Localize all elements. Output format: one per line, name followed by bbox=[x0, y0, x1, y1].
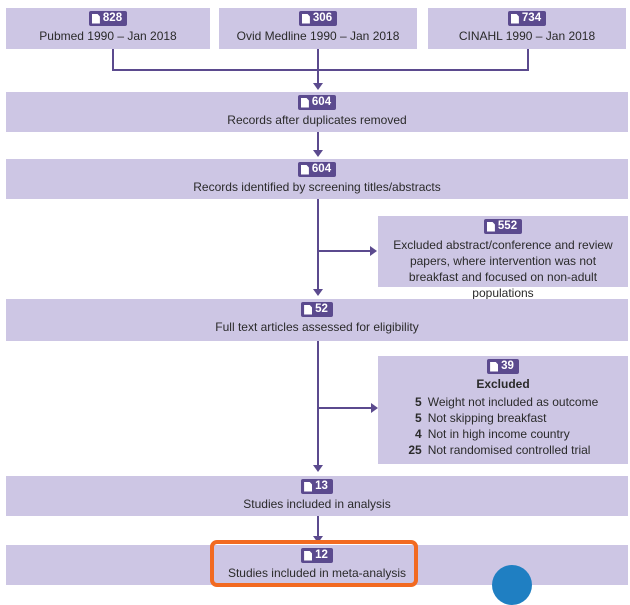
screening-label: Records identified by screening titles/a… bbox=[193, 179, 441, 194]
excluded-abstracts-label: Excluded abstract/conference and review … bbox=[393, 237, 613, 300]
document-icon bbox=[91, 13, 100, 24]
list-item: 5 Not skipping breakfast bbox=[408, 410, 599, 426]
source-label: CINAHL 1990 – Jan 2018 bbox=[458, 28, 596, 43]
document-icon bbox=[304, 481, 313, 492]
document-icon bbox=[304, 304, 313, 315]
highlight-outline bbox=[210, 540, 418, 587]
arrow-down bbox=[313, 289, 323, 296]
count-badge: 52 bbox=[301, 302, 333, 317]
analysis-label: Studies included in analysis bbox=[243, 496, 391, 511]
meta-count: 12 bbox=[315, 549, 328, 561]
document-icon bbox=[300, 97, 309, 108]
dedup-count: 604 bbox=[311, 96, 332, 108]
count-badge: 306 bbox=[298, 11, 338, 26]
exclusion-reason: Not skipping breakfast bbox=[427, 410, 547, 425]
exclusion-count: 5 bbox=[415, 410, 422, 425]
fulltext-box: 52 Full text articles assessed for eligi… bbox=[6, 299, 628, 341]
meta-label: Studies included in meta-analysis bbox=[227, 565, 407, 580]
document-icon bbox=[301, 13, 310, 24]
connector-line bbox=[112, 49, 114, 70]
list-item: 25 Not randomised controlled trial bbox=[408, 442, 599, 458]
dedup-label: Records after duplicates removed bbox=[227, 112, 407, 127]
source-label: Ovid Medline 1990 – Jan 2018 bbox=[236, 28, 400, 43]
connector-line bbox=[317, 49, 319, 70]
excluded-abstracts-count: 552 bbox=[497, 220, 518, 232]
connector-line bbox=[317, 199, 319, 290]
exclusion-count: 25 bbox=[408, 442, 422, 457]
count-badge: 552 bbox=[483, 219, 523, 234]
document-icon bbox=[510, 13, 519, 24]
excluded-fulltext-title: Excluded bbox=[476, 376, 530, 391]
source-count: 306 bbox=[312, 12, 333, 24]
source-box-pubmed: 828 Pubmed 1990 – Jan 2018 bbox=[6, 8, 210, 49]
count-badge: 604 bbox=[297, 162, 337, 177]
source-count: 734 bbox=[521, 12, 542, 24]
document-icon bbox=[490, 361, 499, 372]
connector-line bbox=[318, 407, 371, 409]
fulltext-count: 52 bbox=[315, 303, 328, 315]
source-box-ovid: 306 Ovid Medline 1990 – Jan 2018 bbox=[219, 8, 417, 49]
count-badge: 39 bbox=[487, 359, 519, 374]
count-badge: 12 bbox=[301, 548, 333, 563]
screening-box: 604 Records identified by screening titl… bbox=[6, 159, 628, 199]
exclusion-reason: Not in high income country bbox=[427, 426, 570, 441]
arrow-down bbox=[313, 150, 323, 157]
analysis-count: 13 bbox=[315, 480, 328, 492]
arrow-down bbox=[313, 536, 323, 543]
excluded-fulltext-count: 39 bbox=[501, 360, 514, 372]
connector-line bbox=[318, 250, 370, 252]
count-badge: 604 bbox=[297, 95, 337, 110]
exclusion-reason: Weight not included as outcome bbox=[427, 394, 599, 409]
list-item: 4 Not in high income country bbox=[408, 426, 599, 442]
arrow-right bbox=[370, 246, 377, 256]
exclusion-reason: Not randomised controlled trial bbox=[427, 442, 591, 457]
excluded-abstracts-box: 552 Excluded abstract/conference and rev… bbox=[378, 216, 628, 300]
connector-line bbox=[317, 341, 319, 466]
source-label: Pubmed 1990 – Jan 2018 bbox=[39, 28, 177, 43]
document-icon bbox=[300, 164, 309, 175]
dedup-box: 604 Records after duplicates removed bbox=[6, 92, 628, 132]
source-box-cinahl: 734 CINAHL 1990 – Jan 2018 bbox=[428, 8, 626, 49]
arrow-right bbox=[371, 403, 378, 413]
corner-decoration bbox=[492, 565, 532, 605]
count-badge: 13 bbox=[301, 479, 333, 494]
fulltext-label: Full text articles assessed for eligibil… bbox=[215, 319, 419, 334]
document-icon bbox=[304, 550, 313, 561]
screening-count: 604 bbox=[311, 163, 332, 175]
analysis-box: 13 Studies included in analysis bbox=[6, 476, 628, 516]
source-count: 828 bbox=[102, 12, 123, 24]
connector-line bbox=[317, 132, 319, 151]
connector-line bbox=[317, 70, 319, 84]
count-badge: 828 bbox=[88, 11, 128, 26]
document-icon bbox=[486, 221, 495, 232]
arrow-down bbox=[313, 83, 323, 90]
connector-line bbox=[112, 69, 529, 71]
exclusion-count: 5 bbox=[415, 394, 422, 409]
count-badge: 734 bbox=[507, 11, 547, 26]
list-item: 5 Weight not included as outcome bbox=[408, 394, 599, 410]
connector-line bbox=[527, 49, 529, 70]
connector-line bbox=[317, 516, 319, 537]
arrow-down bbox=[313, 465, 323, 472]
excluded-fulltext-box: 39 Excluded 5 Weight not included as outc… bbox=[378, 356, 628, 464]
exclusion-count: 4 bbox=[415, 426, 422, 441]
